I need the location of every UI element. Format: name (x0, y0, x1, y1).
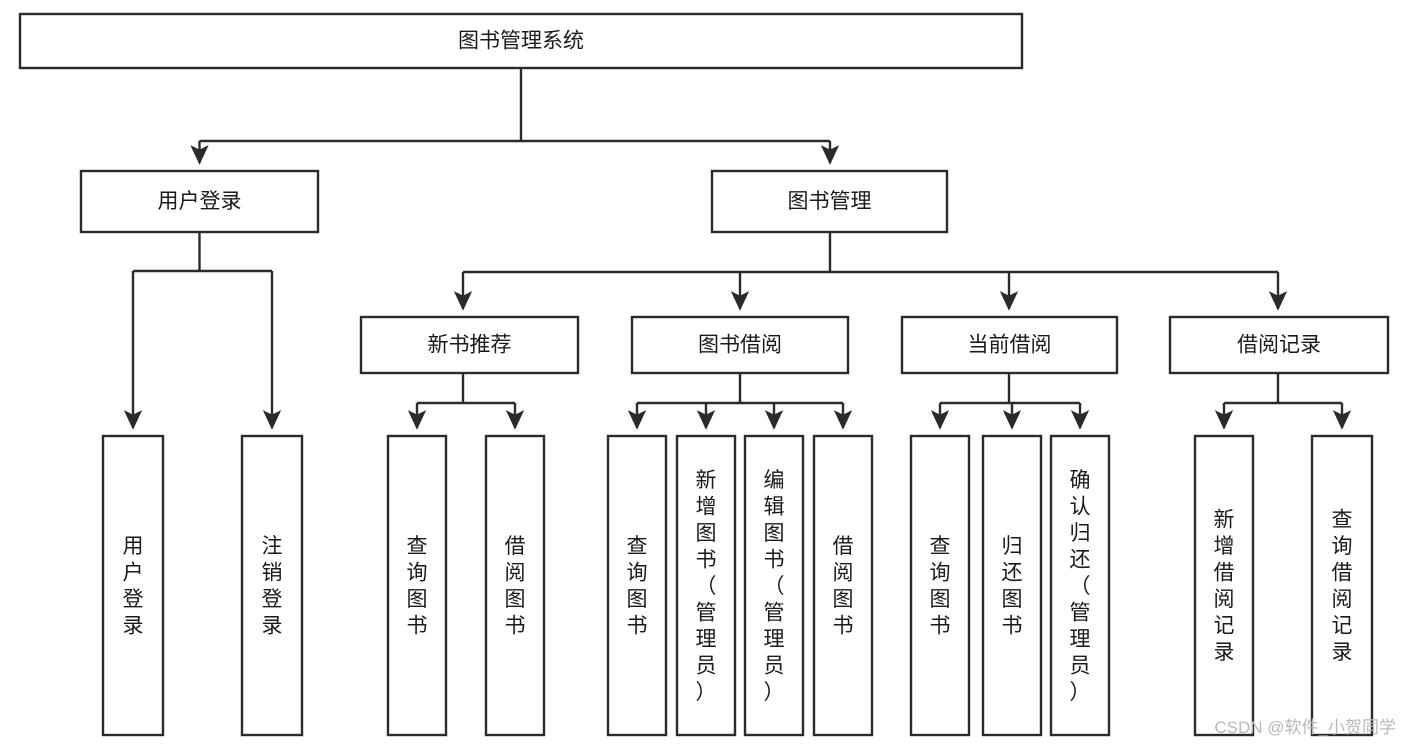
node-box-borrow-record[interactable] (1168, 315, 1390, 375)
node-label-user-login: 用户登录 (158, 190, 242, 213)
node-label-leaf-borrow-book-2: 借阅图书 (833, 535, 854, 638)
node-layer: 图书管理系统用户登录图书管理新书推荐图书借阅当前借阅借阅记录用户登录注销登录查询… (18, 12, 1390, 737)
node-leaf-borrow-book-2[interactable]: 借阅图书 (812, 434, 874, 737)
node-user-login[interactable]: 用户登录 (79, 169, 320, 234)
node-label-leaf-edit-book: 编辑图书（管理员） (764, 469, 785, 704)
node-leaf-edit-book[interactable]: 编辑图书（管理员） (743, 434, 805, 737)
node-box-book-manage[interactable] (710, 169, 949, 234)
node-box-leaf-user-login[interactable] (101, 434, 165, 737)
node-label-leaf-add-borrow-record: 新增借阅记录 (1214, 509, 1235, 665)
node-label-leaf-add-book: 新增图书（管理员） (696, 469, 717, 704)
node-box-root[interactable] (18, 12, 1024, 70)
node-current-borrow[interactable]: 当前借阅 (900, 315, 1119, 375)
node-label-root: 图书管理系统 (458, 30, 584, 53)
node-box-leaf-add-book[interactable] (675, 434, 737, 737)
node-box-leaf-user-logout[interactable] (240, 434, 304, 737)
node-box-leaf-borrow-book-1[interactable] (484, 434, 546, 737)
node-label-leaf-query-book-2: 查询图书 (627, 535, 648, 638)
node-box-book-borrow[interactable] (630, 315, 850, 375)
node-borrow-record[interactable]: 借阅记录 (1168, 315, 1390, 375)
node-label-leaf-user-logout: 注销登录 (262, 535, 283, 638)
node-leaf-user-login[interactable]: 用户登录 (101, 434, 165, 737)
node-leaf-return-book[interactable]: 归还图书 (981, 434, 1043, 737)
node-label-leaf-query-book-1: 查询图书 (407, 535, 428, 638)
node-box-new-book-recommend[interactable] (359, 315, 580, 375)
node-leaf-add-borrow-record[interactable]: 新增借阅记录 (1193, 434, 1255, 737)
node-label-borrow-record: 借阅记录 (1237, 334, 1321, 357)
node-label-leaf-return-book: 归还图书 (1002, 535, 1023, 638)
node-label-book-manage: 图书管理 (788, 190, 872, 213)
node-leaf-add-book[interactable]: 新增图书（管理员） (675, 434, 737, 737)
node-leaf-user-logout[interactable]: 注销登录 (240, 434, 304, 737)
node-box-leaf-query-book-1[interactable] (386, 434, 448, 737)
connector-layer (123, 68, 1352, 430)
node-label-current-borrow: 当前借阅 (968, 334, 1052, 357)
node-label-book-borrow: 图书借阅 (698, 334, 782, 357)
node-book-manage[interactable]: 图书管理 (710, 169, 949, 234)
node-box-leaf-query-book-2[interactable] (606, 434, 668, 737)
node-leaf-query-book-3[interactable]: 查询图书 (909, 434, 971, 737)
node-box-leaf-borrow-book-2[interactable] (812, 434, 874, 737)
node-box-leaf-query-borrow-record[interactable] (1310, 434, 1374, 737)
node-leaf-query-borrow-record[interactable]: 查询借阅记录 (1310, 434, 1374, 737)
node-leaf-borrow-book-1[interactable]: 借阅图书 (484, 434, 546, 737)
node-box-leaf-return-book[interactable] (981, 434, 1043, 737)
node-new-book-recommend[interactable]: 新书推荐 (359, 315, 580, 375)
node-label-leaf-query-book-3: 查询图书 (930, 535, 951, 638)
node-leaf-query-book-2[interactable]: 查询图书 (606, 434, 668, 737)
node-label-leaf-query-borrow-record: 查询借阅记录 (1332, 509, 1353, 665)
node-label-leaf-user-login: 用户登录 (123, 535, 144, 638)
node-box-leaf-edit-book[interactable] (743, 434, 805, 737)
node-box-leaf-query-book-3[interactable] (909, 434, 971, 737)
watermark-label: CSDN @软件_小贺同学 (1214, 718, 1396, 737)
node-label-new-book-recommend: 新书推荐 (428, 334, 512, 357)
node-label-leaf-confirm-return: 确认归还（管理员） (1070, 469, 1091, 704)
node-root[interactable]: 图书管理系统 (18, 12, 1024, 70)
node-leaf-confirm-return[interactable]: 确认归还（管理员） (1049, 434, 1111, 737)
node-box-current-borrow[interactable] (900, 315, 1119, 375)
node-book-borrow[interactable]: 图书借阅 (630, 315, 850, 375)
node-label-leaf-borrow-book-1: 借阅图书 (505, 535, 526, 638)
node-leaf-query-book-1[interactable]: 查询图书 (386, 434, 448, 737)
node-box-leaf-confirm-return[interactable] (1049, 434, 1111, 737)
node-box-user-login[interactable] (79, 169, 320, 234)
node-box-leaf-add-borrow-record[interactable] (1193, 434, 1255, 737)
